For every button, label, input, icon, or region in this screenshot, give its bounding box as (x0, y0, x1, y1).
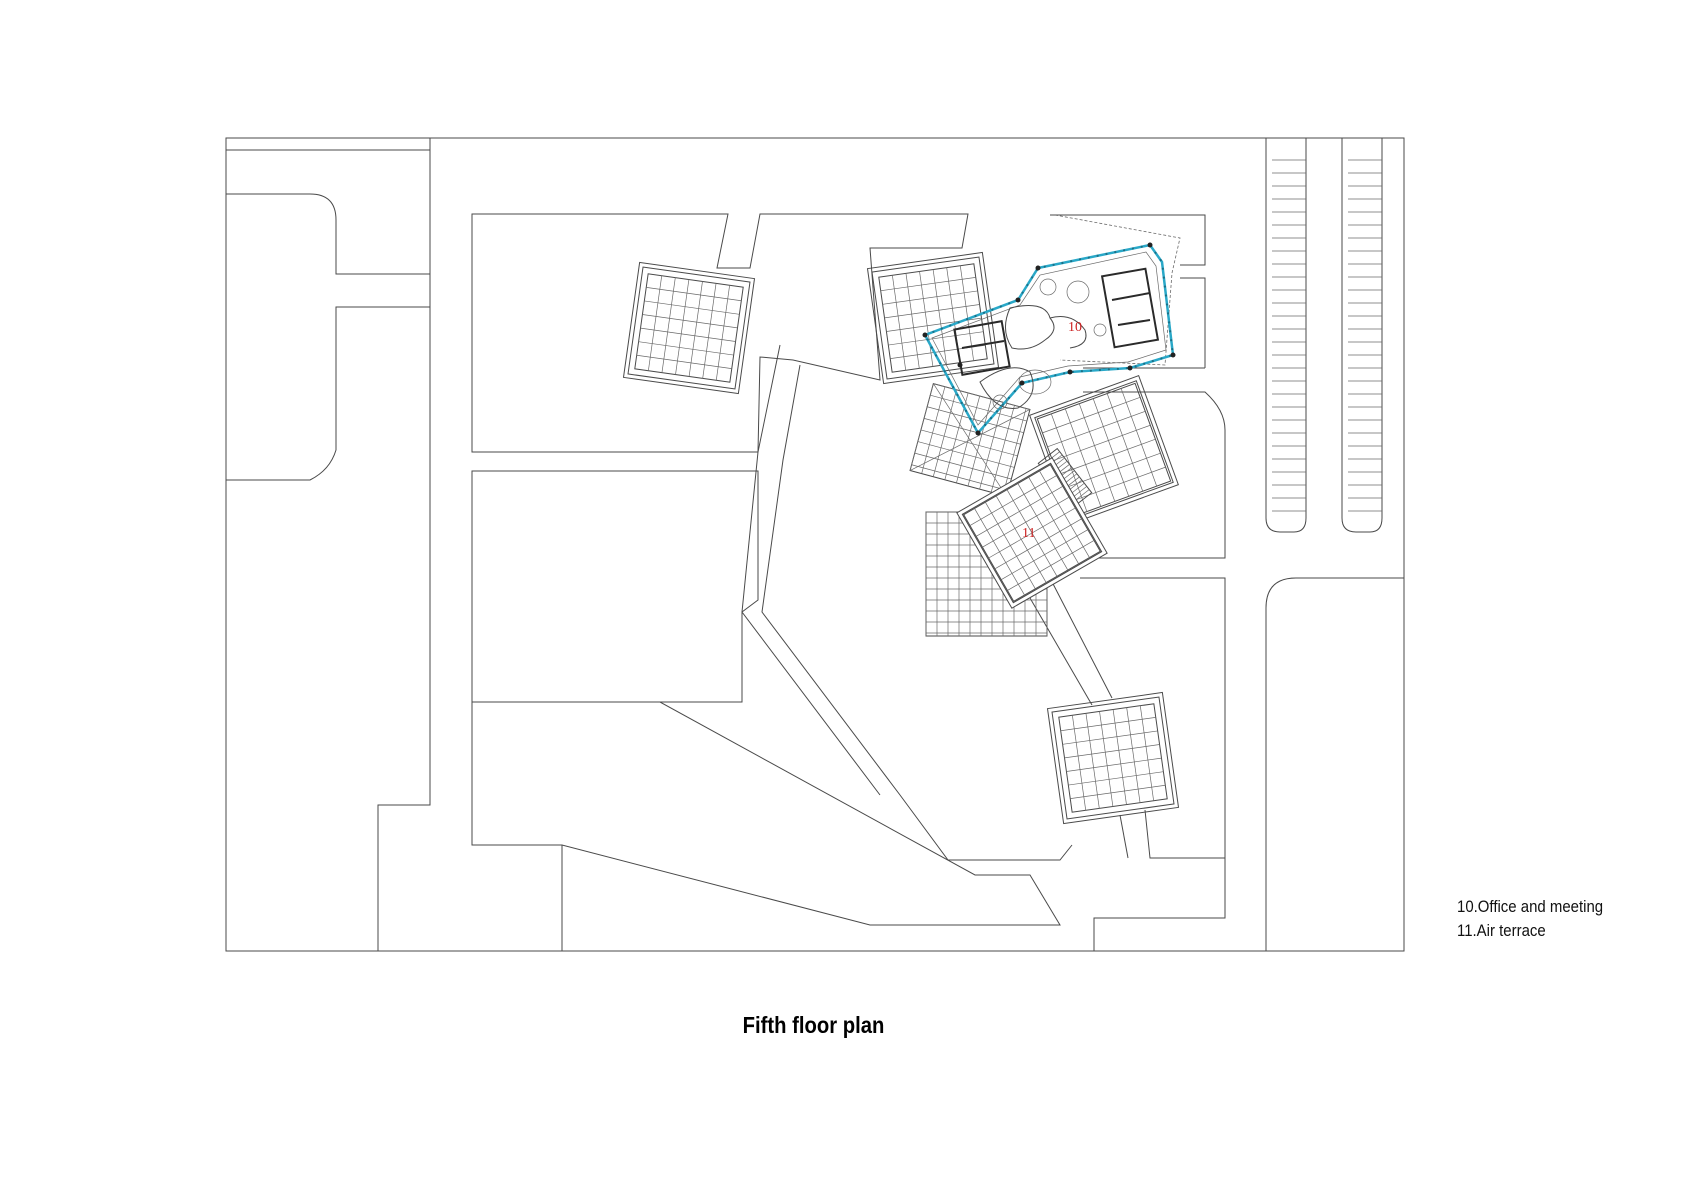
legend: 10.Office and meeting 11.Air terrace (1457, 895, 1603, 943)
block-bottom-left (471, 701, 1061, 926)
office-floor (922, 242, 1176, 436)
site-boundary (225, 137, 1405, 952)
label-office: 10 (1068, 320, 1082, 335)
block-lower-left (471, 470, 759, 703)
drawing-title: Fifth floor plan (742, 1012, 885, 1038)
left-road (226, 138, 431, 951)
label-terrace: 11 (1022, 526, 1035, 541)
pavilion-roof-nw (622, 261, 756, 395)
lower-deck-grid (909, 382, 1031, 498)
roof-outline-dashed (1054, 214, 1181, 366)
parking-stripes (1272, 159, 1382, 512)
air-terrace (956, 457, 1108, 609)
pavilion-roof-center (866, 251, 1000, 385)
legend-item-terrace: 11.Air terrace (1457, 921, 1546, 940)
block-right-lower (1080, 577, 1226, 951)
legend-item-office: 10.Office and meeting (1457, 897, 1604, 916)
parking (1265, 138, 1404, 951)
block-right-mid (1083, 391, 1226, 559)
block-upper-left (471, 213, 969, 453)
path-left (741, 344, 881, 796)
pavilion-roof-se (1046, 691, 1180, 825)
path-left-inner (761, 364, 1073, 861)
